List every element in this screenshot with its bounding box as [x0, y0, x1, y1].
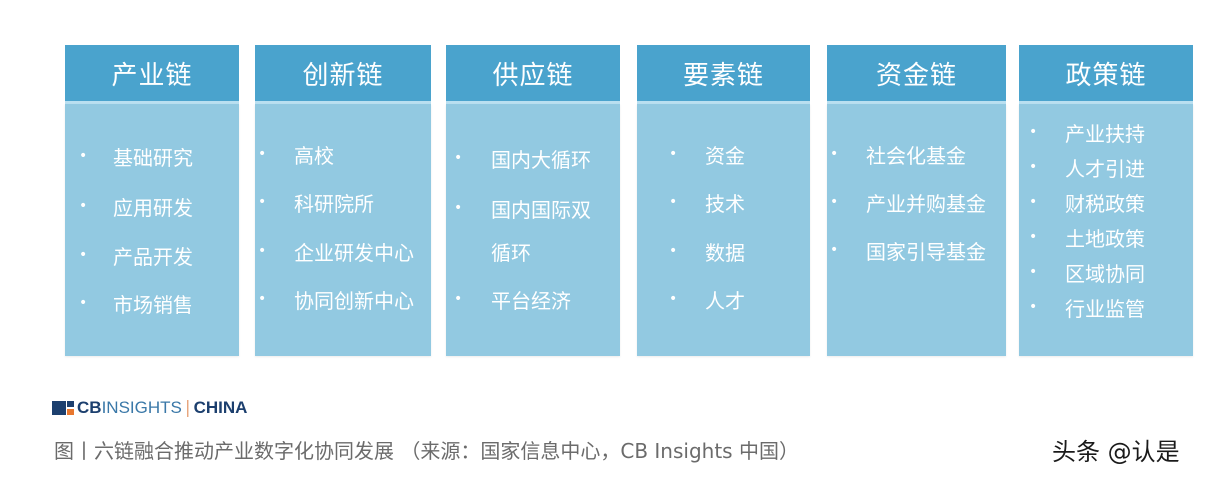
bullet-icon: • — [669, 291, 678, 307]
bullet-icon: • — [454, 150, 463, 166]
chain-column-industry: 产业链 •基础研究 •应用研发 •产品开发 •市场销售 — [65, 45, 239, 356]
bullet-icon: • — [79, 148, 88, 164]
chain-column-innovation: 创新链 •高校 •科研院所 •企业研发中心 •协同创新中心 — [255, 45, 431, 356]
chain-column-capital: 资金链 •社会化基金 •产业并购基金 •国家引导基金 — [827, 45, 1006, 356]
column-header: 要素链 — [637, 45, 810, 104]
bullet-icon: • — [79, 247, 88, 263]
column-header: 产业链 — [65, 45, 239, 104]
toutiao-watermark: 头条 @认是 — [1052, 438, 1180, 466]
bullet-icon: • — [1029, 264, 1038, 280]
bullet-icon: • — [669, 243, 678, 259]
bullet-icon: • — [1029, 194, 1038, 210]
column-body: •基础研究 •应用研发 •产品开发 •市场销售 — [65, 104, 239, 356]
bullet-icon: • — [1029, 124, 1038, 140]
column-body: •社会化基金 •产业并购基金 •国家引导基金 — [827, 104, 1006, 356]
bullet-icon: • — [258, 146, 267, 162]
chain-column-supply: 供应链 •国内大循环 •国内国际双 循环 •平台经济 — [446, 45, 620, 356]
bullet-icon: • — [669, 194, 678, 210]
bullet-icon: • — [1029, 229, 1038, 245]
bullet-icon: • — [1029, 159, 1038, 175]
chain-column-factor: 要素链 •资金 •技术 •数据 •人才 — [637, 45, 810, 356]
column-body: •高校 •科研院所 •企业研发中心 •协同创新中心 — [255, 104, 431, 356]
column-body: •国内大循环 •国内国际双 循环 •平台经济 — [446, 104, 620, 356]
bullet-icon: • — [79, 198, 88, 214]
chain-column-policy: 政策链 •产业扶持 •人才引进 •财税政策 •土地政策 •区域协同 •行业监管 — [1019, 45, 1193, 356]
bullet-icon: • — [258, 291, 267, 307]
column-header: 资金链 — [827, 45, 1006, 104]
bullet-icon: • — [830, 194, 839, 210]
column-header: 政策链 — [1019, 45, 1193, 104]
bullet-icon: • — [258, 194, 267, 210]
bullet-icon: • — [454, 200, 463, 216]
bullet-icon: • — [79, 295, 88, 311]
bullet-icon: • — [258, 243, 267, 259]
figure-caption: 图丨六链融合推动产业数字化协同发展 （来源：国家信息中心，CB Insights… — [54, 439, 799, 463]
bullet-icon: • — [454, 291, 463, 307]
column-body: •资金 •技术 •数据 •人才 — [637, 104, 810, 356]
cbinsights-logo-icon — [52, 401, 74, 415]
bullet-icon: • — [1029, 299, 1038, 315]
column-body: •产业扶持 •人才引进 •财税政策 •土地政策 •区域协同 •行业监管 — [1019, 104, 1193, 356]
bullet-icon: • — [830, 242, 839, 258]
cbinsights-china-logo: CB INSIGHTS | CHINA — [52, 398, 247, 418]
bullet-icon: • — [669, 146, 678, 162]
column-header: 供应链 — [446, 45, 620, 104]
bullet-icon: • — [830, 146, 839, 162]
column-header: 创新链 — [255, 45, 431, 104]
